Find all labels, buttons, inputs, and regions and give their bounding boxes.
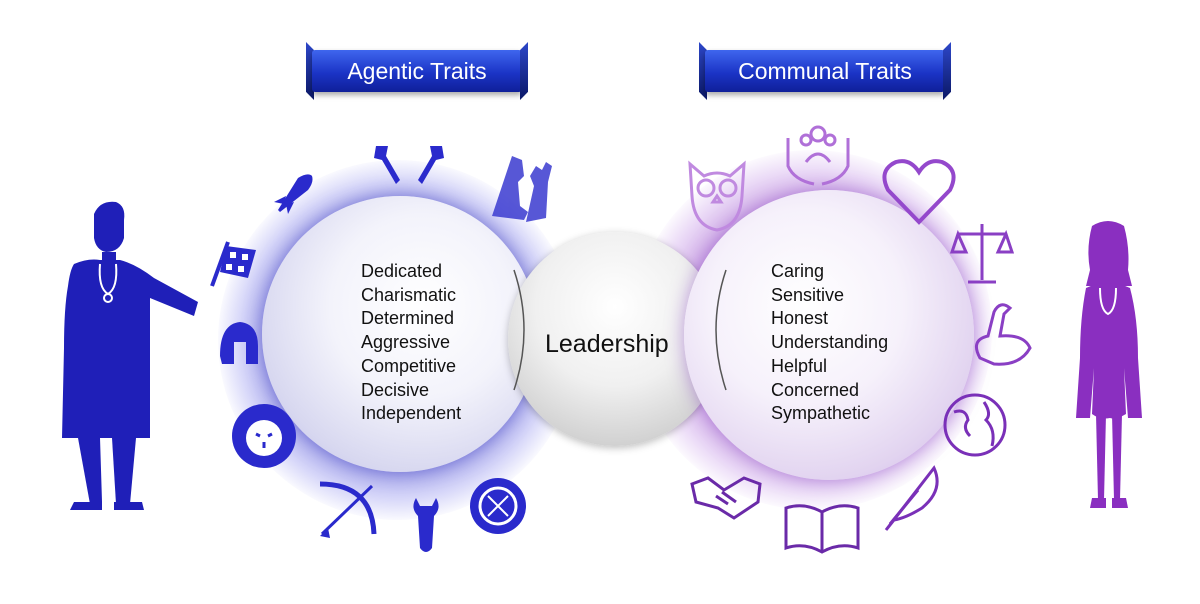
wrench-icon bbox=[413, 498, 439, 552]
trait-item: Competitive bbox=[361, 355, 457, 376]
agentic-traits-list: Dedicated Charismatic Determined Aggress… bbox=[361, 260, 461, 426]
banner-face bbox=[312, 50, 522, 92]
communal-traits-list: Caring Sensitive Honest Understanding He… bbox=[771, 260, 888, 426]
trait-item: Aggressive bbox=[361, 332, 451, 353]
overlap-curves bbox=[513, 269, 727, 391]
trait-item: Sensitive bbox=[771, 284, 845, 305]
handshake-icon bbox=[690, 476, 762, 520]
agentic-traits-banner: Agentic Traits bbox=[306, 42, 528, 100]
banner-fold-right bbox=[520, 42, 528, 100]
trait-item: Sympathetic bbox=[771, 403, 871, 424]
rocket-icon bbox=[274, 174, 313, 214]
swan-icon bbox=[974, 303, 1032, 366]
heart-icon bbox=[882, 159, 956, 225]
trait-item: Helpful bbox=[771, 355, 828, 376]
communal-traits-banner: Communal Traits bbox=[699, 42, 951, 100]
banner-face bbox=[705, 50, 945, 92]
trait-item: Dedicated bbox=[361, 261, 443, 281]
trait-item: Determined bbox=[361, 308, 455, 329]
trait-item: Charismatic bbox=[361, 284, 457, 305]
lion-icon bbox=[232, 404, 296, 468]
agentic-circle bbox=[262, 196, 538, 472]
chess-pieces-icon bbox=[492, 156, 552, 222]
scales-icon bbox=[950, 224, 1014, 284]
banner-fold-right bbox=[943, 42, 951, 100]
trait-item: Honest bbox=[771, 308, 829, 329]
shield-icon bbox=[470, 478, 526, 534]
helmet-icon bbox=[220, 322, 258, 364]
bow-arrow-icon bbox=[319, 481, 377, 538]
male-doctor-figure bbox=[62, 201, 198, 510]
globe-icon bbox=[943, 393, 1007, 457]
banner-fold-left bbox=[306, 42, 314, 100]
book-icon bbox=[784, 504, 860, 554]
trait-item: Independent bbox=[361, 403, 462, 424]
trait-item: Caring bbox=[771, 261, 825, 281]
leadership-label: Leadership bbox=[545, 330, 669, 358]
feather-icon bbox=[884, 465, 939, 531]
communal-traits-title: Communal Traits bbox=[738, 58, 912, 84]
caring-hands-icon bbox=[786, 125, 850, 186]
banner-fold-left bbox=[699, 42, 707, 100]
female-doctor-figure bbox=[1076, 221, 1142, 508]
trait-item: Concerned bbox=[771, 379, 860, 400]
checkered-flag-icon bbox=[210, 241, 256, 287]
owl-icon bbox=[688, 160, 746, 232]
arrows-icon bbox=[374, 146, 444, 184]
trait-item: Decisive bbox=[361, 379, 430, 400]
trait-item: Understanding bbox=[771, 332, 889, 353]
communal-circle bbox=[684, 190, 974, 480]
agentic-traits-title: Agentic Traits bbox=[347, 58, 487, 84]
